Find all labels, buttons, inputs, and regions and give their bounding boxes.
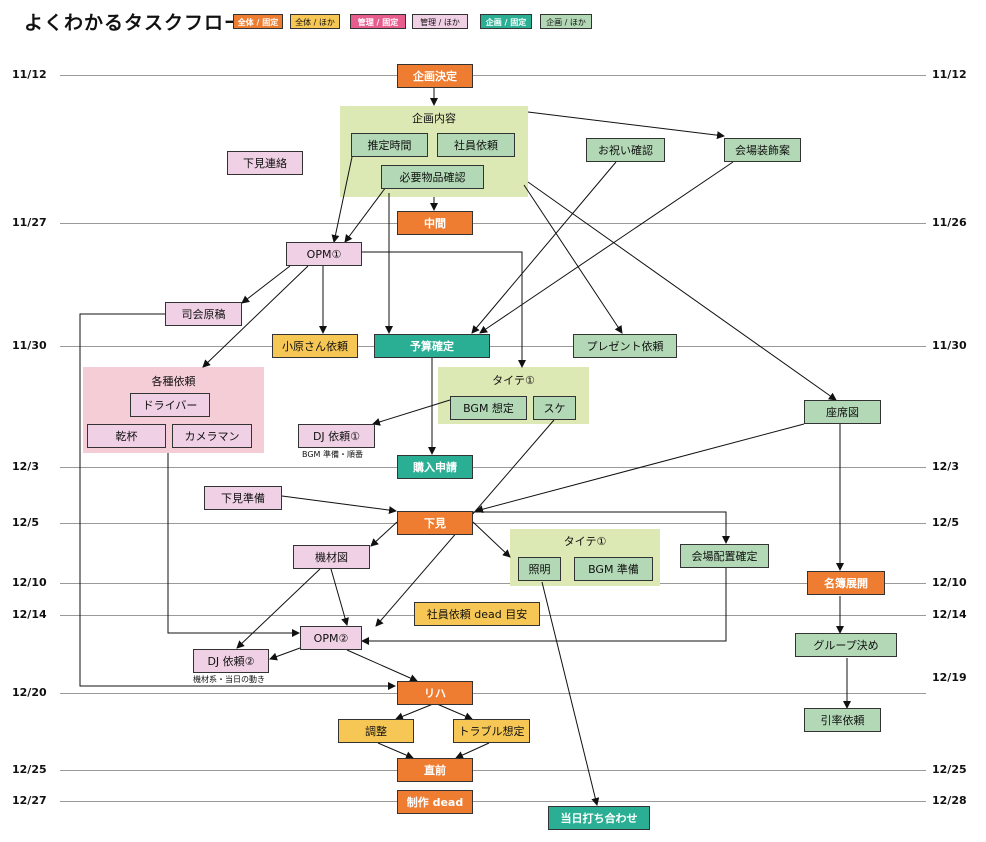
- group-title: 各種依頼: [151, 375, 196, 388]
- note-dj-irai-2: 機材系・当日の動き: [193, 675, 265, 684]
- date-label-left: 12/27: [12, 794, 47, 807]
- timeline-line: [60, 467, 926, 468]
- node-shikai-genkou[interactable]: 司会原稿: [165, 302, 242, 326]
- node-chousei[interactable]: 調整: [338, 719, 414, 743]
- legend-kikaku-hoka: 企画 / ほか: [540, 14, 592, 29]
- date-label-left: 12/14: [12, 608, 47, 621]
- node-present-irai[interactable]: プレゼント依頼: [573, 334, 677, 358]
- date-label-right: 12/10: [932, 576, 967, 589]
- timeline-line: [60, 346, 926, 347]
- node-shitami-junbi[interactable]: 下見準備: [204, 486, 282, 510]
- group-title: 企画内容: [412, 112, 456, 125]
- date-label-left: 11/30: [12, 339, 47, 352]
- node-bgm-soutei[interactable]: BGM 想定: [450, 396, 527, 420]
- node-inritsu-irai[interactable]: 引率依頼: [804, 708, 881, 732]
- timeline-line: [60, 770, 926, 771]
- node-cameraman[interactable]: カメラマン: [172, 424, 252, 448]
- group-title: タイテ①: [492, 374, 535, 387]
- date-label-left: 11/27: [12, 216, 47, 229]
- node-trouble-soutei[interactable]: トラブル想定: [453, 719, 530, 743]
- timeline-line: [60, 583, 926, 584]
- date-label-right: 11/30: [932, 339, 967, 352]
- date-label-right: 12/19: [932, 671, 967, 684]
- timeline-line: [60, 223, 926, 224]
- timeline-line: [60, 75, 926, 76]
- node-kikaku-kettei[interactable]: 企画決定: [397, 64, 473, 88]
- date-label-right: 11/26: [932, 216, 967, 229]
- node-shitami[interactable]: 下見: [397, 511, 473, 535]
- node-yosan-kakutei[interactable]: 予算確定: [374, 334, 490, 358]
- group-title: タイテ①: [563, 535, 607, 548]
- node-seisaku-dead[interactable]: 制作 dead: [397, 790, 473, 814]
- legend-zentai-hoka: 全体 / ほか: [290, 14, 340, 29]
- node-toujitsu-uchiawase[interactable]: 当日打ち合わせ: [548, 806, 650, 830]
- node-driver[interactable]: ドライバー: [130, 393, 210, 417]
- node-hitsuyou-buppin[interactable]: 必要物品確認: [381, 165, 484, 189]
- date-label-right: 12/25: [932, 763, 967, 776]
- date-label-right: 12/3: [932, 460, 959, 473]
- node-dj-irai-1[interactable]: DJ 依頼①: [298, 424, 375, 448]
- node-bgm-junbi[interactable]: BGM 準備: [574, 557, 653, 581]
- node-ohara-irai[interactable]: 小原さん依頼: [272, 334, 358, 358]
- node-kaijou-soushoku[interactable]: 会場装飾案: [724, 138, 801, 162]
- date-label-left: 12/3: [12, 460, 39, 473]
- node-zaseki-zu[interactable]: 座席図: [804, 400, 881, 424]
- node-shain-irai[interactable]: 社員依頼: [437, 133, 515, 157]
- node-suke[interactable]: スケ: [533, 396, 576, 420]
- date-label-left: 12/25: [12, 763, 47, 776]
- node-suitei-jikan[interactable]: 推定時間: [351, 133, 428, 157]
- node-dj-irai-2[interactable]: DJ 依頼②: [193, 649, 269, 673]
- node-shitami-renraku[interactable]: 下見連絡: [227, 151, 303, 175]
- date-label-right: 12/28: [932, 794, 967, 807]
- node-riha[interactable]: リハ: [397, 681, 473, 705]
- node-chokuzen[interactable]: 直前: [397, 758, 473, 782]
- node-shoumei[interactable]: 照明: [518, 557, 561, 581]
- date-label-left: 11/12: [12, 68, 47, 81]
- date-label-left: 12/20: [12, 686, 47, 699]
- node-kaijou-haichi[interactable]: 会場配置確定: [680, 544, 769, 568]
- timeline-line: [60, 801, 926, 802]
- node-kounyuu-shinsei[interactable]: 購入申請: [397, 455, 473, 479]
- node-group-kime[interactable]: グループ決め: [795, 633, 897, 657]
- page-title: よくわかるタスクフロー: [24, 12, 245, 34]
- timeline-line: [60, 523, 926, 524]
- date-label-left: 12/10: [12, 576, 47, 589]
- node-opm-2[interactable]: OPM②: [300, 626, 362, 650]
- note-dj-irai-1: BGM 準備・順番: [302, 450, 363, 459]
- node-kanpai[interactable]: 乾杯: [87, 424, 166, 448]
- node-oiwai-kakunin[interactable]: お祝い確認: [586, 138, 665, 162]
- node-shain-irai-dead[interactable]: 社員依頼 dead 目安: [414, 602, 540, 626]
- date-label-right: 11/12: [932, 68, 967, 81]
- legend-kanri-hoka: 管理 / ほか: [412, 14, 468, 29]
- timeline-line: [60, 693, 926, 694]
- legend-zentai-kotei: 全体 / 固定: [233, 14, 283, 29]
- legend-kanri-kotei: 管理 / 固定: [350, 14, 406, 29]
- node-chuukan[interactable]: 中間: [397, 211, 473, 235]
- date-label-right: 12/14: [932, 608, 967, 621]
- date-label-right: 12/5: [932, 516, 959, 529]
- node-meibo-tenkai[interactable]: 名簿展開: [807, 571, 885, 595]
- node-opm-1[interactable]: OPM①: [286, 242, 362, 266]
- node-kizai-zu[interactable]: 機材図: [293, 545, 370, 569]
- legend-kikaku-kotei: 企画 / 固定: [480, 14, 532, 29]
- date-label-left: 12/5: [12, 516, 39, 529]
